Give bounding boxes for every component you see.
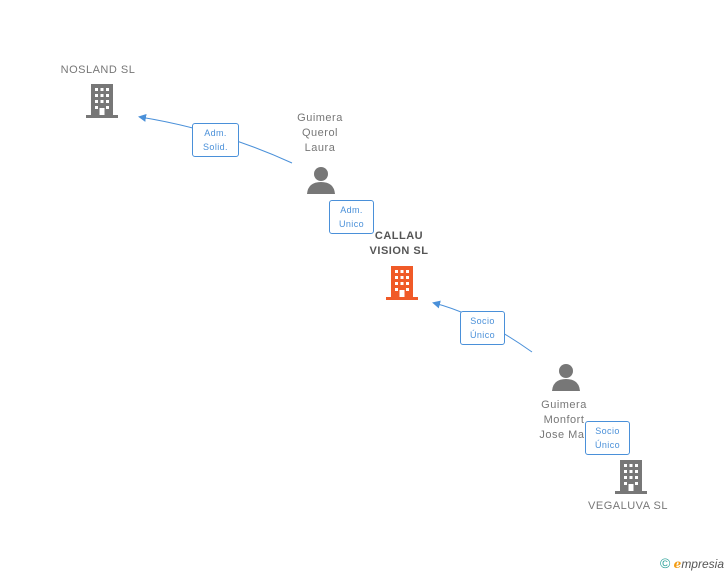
building-icon[interactable] [86, 84, 118, 118]
name-line: Laura [304, 142, 336, 154]
person-icon[interactable] [551, 363, 581, 391]
vegaluva-label[interactable]: VEGALUVA SL [588, 500, 668, 512]
person-icon[interactable] [306, 166, 336, 194]
name-line: Querol [301, 127, 339, 139]
nosland-label[interactable]: NOSLAND SL [60, 64, 136, 76]
relation-badge-line: Solid. [203, 142, 228, 152]
empresia-brand: © empresia [660, 555, 724, 571]
building-icon-main[interactable] [386, 266, 418, 300]
name-line: Jose Mar [539, 429, 589, 441]
guimera-monfort-label[interactable]: Guimera Monfort Jose Mar [514, 398, 614, 443]
callau-vision-label[interactable]: CALLAU VISION SL [349, 229, 449, 259]
relation-badge-socio-unico[interactable]: Socio Único [460, 311, 505, 345]
name-line: Guimera [541, 399, 587, 411]
relation-badge-line: Único [594, 440, 620, 450]
name-line: VISION SL [369, 245, 429, 257]
building-icon[interactable] [615, 460, 647, 494]
relation-badge-line: Unico [338, 219, 364, 229]
relation-badge-adm-solid[interactable]: Adm. Solid. [192, 123, 239, 157]
name-line: Guimera [297, 112, 343, 124]
brand-rest: mpresia [681, 557, 724, 571]
relation-badge-line: Único [469, 330, 495, 340]
relation-badge-line: Socio [470, 316, 495, 326]
guimera-querol-label[interactable]: Guimera Querol Laura [270, 111, 370, 156]
relation-badge-line: Adm. [340, 205, 363, 215]
name-line: Monfort [543, 414, 585, 426]
relation-badge-socio-unico[interactable]: Socio Único [585, 421, 630, 455]
name-line: CALLAU [374, 230, 424, 242]
relation-badge-line: Adm. [204, 128, 227, 138]
copyright-icon: © [660, 555, 671, 571]
brand-e: e [673, 557, 682, 571]
relation-badge-line: Socio [595, 426, 620, 436]
relation-badge-adm-unico[interactable]: Adm. Unico [329, 200, 374, 234]
